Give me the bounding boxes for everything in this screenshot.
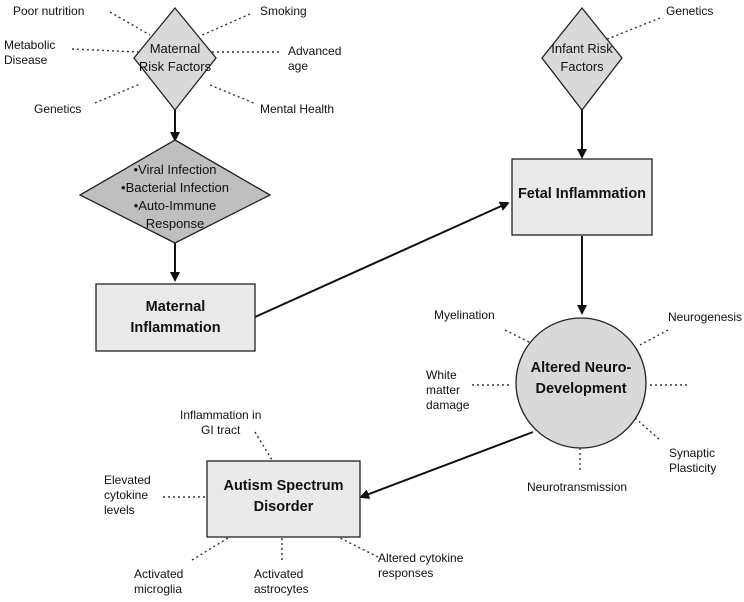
label-activated-microglia: Activated microglia: [134, 567, 184, 596]
maternal-risk-diamond: [133, 6, 217, 112]
infant-risk-title: Infant Risk Factors: [551, 41, 613, 74]
label-maternal-genetics: Genetics: [34, 102, 82, 116]
maternal-inflammation-box: [95, 283, 256, 352]
neuro-connectors: [472, 329, 690, 472]
label-synaptic-plasticity: Synaptic Plasticity: [669, 446, 717, 475]
label-neurotransmission: Neurotransmission: [527, 480, 628, 494]
label-metabolic-disease: Metabolic Disease: [4, 38, 56, 67]
label-poor-nutrition: Poor nutrition: [13, 4, 85, 18]
fetal-inflammation-title: Fetal Inflammation: [517, 185, 647, 202]
label-elevated-cytokine: Elevated cytokine levels: [104, 473, 151, 517]
label-smoking: Smoking: [260, 4, 307, 18]
asd-connectors: [163, 431, 379, 561]
label-mental-health: Mental Health: [260, 102, 335, 116]
label-activated-astrocytes: Activated astrocytes: [254, 567, 309, 596]
infant-risk-diamond: [541, 6, 623, 112]
infection-diamond: [78, 139, 272, 244]
label-altered-cytokine: Altered cytokine responses: [378, 551, 464, 580]
label-advanced-age: Advanced age: [288, 44, 342, 73]
neurodevelopment-circle: [515, 317, 647, 449]
maternal-risk-title: Maternal Risk Factors: [138, 41, 212, 74]
infant-risk-connectors: [599, 17, 661, 43]
fetal-inflammation-box: [511, 158, 653, 236]
infection-list: •Viral Infection •Bacterial Infection •A…: [121, 162, 229, 231]
neurodevelopment-title: Altered Neuro- Development: [530, 360, 632, 397]
label-infant-genetics: Genetics: [666, 4, 714, 18]
label-gi-inflammation: Inflammation in GI tract: [180, 408, 262, 437]
asd-title: Autism Spectrum Disorder: [223, 478, 344, 515]
label-white-matter-damage: White matter damage: [426, 368, 470, 412]
label-myelination: Myelination: [434, 308, 495, 322]
label-neurogenesis: Neurogenesis: [668, 310, 743, 324]
maternal-risk-connectors: [71, 11, 282, 105]
asd-box: [206, 460, 361, 538]
maternal-inflammation-title: Maternal Inflammation: [130, 298, 221, 336]
flow-arrows: [170, 110, 587, 499]
